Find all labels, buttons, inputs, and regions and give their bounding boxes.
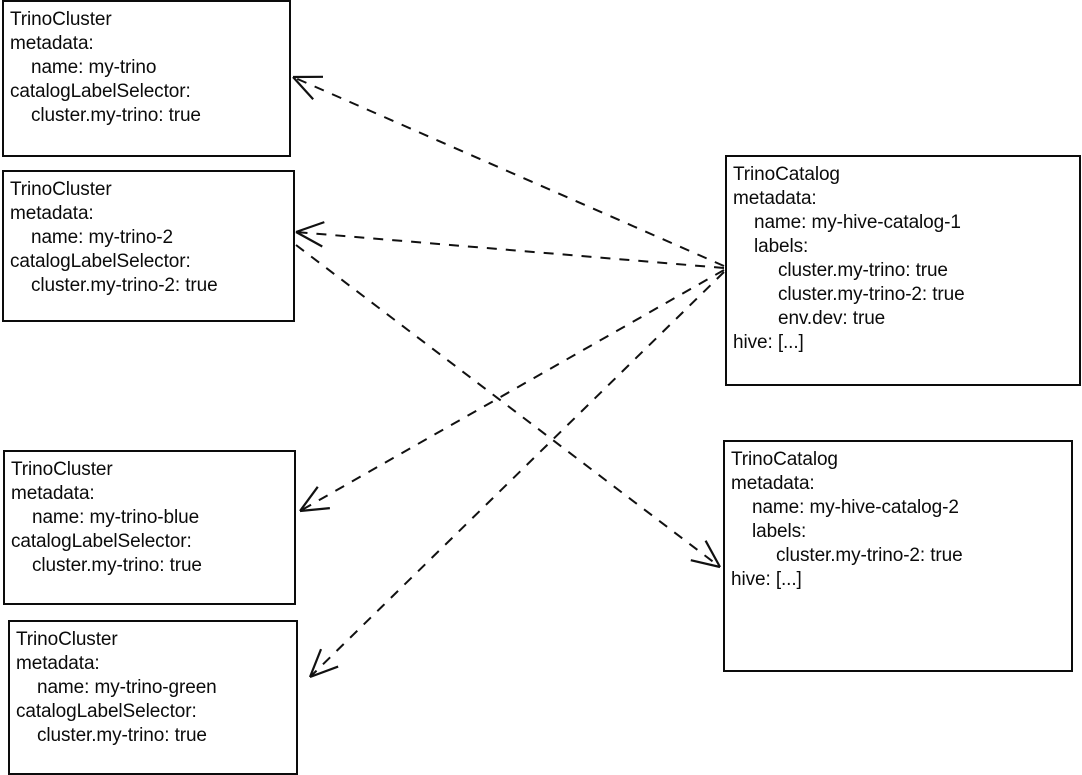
node-text-line: hive: [...] bbox=[731, 569, 802, 590]
arrow-head-stroke bbox=[308, 648, 323, 678]
node-kind-label: TrinoCluster bbox=[11, 459, 113, 480]
arrow-head-stroke bbox=[690, 559, 721, 569]
node-text-line: metadata: bbox=[731, 473, 815, 494]
node-kind-label: TrinoCluster bbox=[10, 9, 112, 30]
node-text-line: metadata: bbox=[10, 33, 94, 54]
node-text-line: name: my-trino-green bbox=[37, 677, 217, 698]
node-text-line: cluster.my-trino: true bbox=[778, 260, 948, 281]
node-text-line: cluster.my-trino-2: true bbox=[776, 545, 963, 566]
node-text-line: hive: [...] bbox=[733, 332, 804, 353]
arrow-head-stroke bbox=[295, 221, 325, 234]
edge-line bbox=[299, 269, 725, 512]
node-body: TrinoCluster metadata: name: my-trino catal… bbox=[4, 6, 289, 130]
node-catalog-my-hive-catalog-2[interactable]: TrinoCatalog metadata: name: my-hive-catal… bbox=[723, 440, 1073, 672]
edge-line bbox=[295, 231, 725, 269]
node-text-line: name: my-trino-2 bbox=[31, 227, 173, 248]
arrow-head-stroke bbox=[704, 540, 721, 568]
node-text-line: catalogLabelSelector: bbox=[10, 251, 191, 272]
node-kind-label: TrinoCluster bbox=[16, 629, 118, 650]
node-text-line: labels: bbox=[752, 521, 807, 542]
node-body: TrinoCatalog metadata: name: my-hive-catal… bbox=[727, 161, 1079, 357]
edge-edge-catalog1-to-cluster-my-trino bbox=[292, 75, 725, 267]
node-text-line: name: my-hive-catalog-2 bbox=[752, 497, 959, 518]
edge-line bbox=[309, 271, 725, 678]
node-text-line: name: my-trino bbox=[31, 57, 157, 78]
node-text-line: cluster.my-trino-2: true bbox=[778, 284, 965, 305]
node-cluster-my-trino-blue[interactable]: TrinoCluster metadata: name: my-trino-blue… bbox=[3, 450, 296, 605]
arrow-head-stroke bbox=[292, 76, 314, 100]
node-cluster-my-trino-green[interactable]: TrinoCluster metadata: name: my-trino-gree… bbox=[8, 620, 298, 775]
node-text-line: catalogLabelSelector: bbox=[16, 701, 197, 722]
node-text-line: metadata: bbox=[16, 653, 100, 674]
node-text-line: cluster.my-trino: true bbox=[32, 555, 202, 576]
node-catalog-my-hive-catalog-1[interactable]: TrinoCatalog metadata: name: my-hive-catal… bbox=[725, 155, 1081, 386]
node-cluster-my-trino-2[interactable]: TrinoCluster metadata: name: my-trino-2 cat… bbox=[2, 170, 295, 322]
arrow-head-stroke bbox=[299, 486, 319, 512]
edge-line bbox=[295, 244, 721, 568]
node-text-line: name: my-hive-catalog-1 bbox=[754, 212, 961, 233]
node-text-line: name: my-trino-blue bbox=[32, 507, 200, 528]
edge-edge-catalog1-to-cluster-my-trino-blue bbox=[299, 269, 725, 513]
node-text-line: metadata: bbox=[11, 483, 95, 504]
edge-edge-catalog1-to-cluster-my-trino-2 bbox=[295, 221, 725, 269]
node-text-line: metadata: bbox=[10, 203, 94, 224]
arrow-head-stroke bbox=[309, 665, 339, 679]
node-text-line: catalogLabelSelector: bbox=[10, 81, 191, 102]
node-text-line: cluster.my-trino: true bbox=[37, 725, 207, 746]
edge-edge-catalog1-to-cluster-my-trino-green bbox=[308, 271, 725, 679]
node-body: TrinoCluster metadata: name: my-trino-blue… bbox=[5, 456, 294, 580]
edge-edge-cluster-my-trino-2-to-catalog2 bbox=[295, 244, 721, 569]
edge-line bbox=[292, 76, 725, 267]
node-body: TrinoCatalog metadata: name: my-hive-catal… bbox=[725, 446, 1071, 594]
node-body: TrinoCluster metadata: name: my-trino-gree… bbox=[10, 626, 296, 750]
node-text-line: env.dev: true bbox=[778, 308, 886, 329]
node-kind-label: TrinoCatalog bbox=[731, 449, 838, 470]
node-text-line: cluster.my-trino-2: true bbox=[31, 275, 218, 296]
node-kind-label: TrinoCatalog bbox=[733, 164, 840, 185]
node-text-line: cluster.my-trino: true bbox=[31, 105, 201, 126]
node-text-line: catalogLabelSelector: bbox=[11, 531, 192, 552]
node-body: TrinoCluster metadata: name: my-trino-2 cat… bbox=[4, 176, 293, 300]
node-text-line: labels: bbox=[754, 236, 809, 257]
node-text-line: metadata: bbox=[733, 188, 817, 209]
node-cluster-my-trino[interactable]: TrinoCluster metadata: name: my-trino catal… bbox=[2, 0, 291, 157]
arrow-head-stroke bbox=[299, 507, 330, 513]
node-kind-label: TrinoCluster bbox=[10, 179, 112, 200]
arrow-head-stroke bbox=[295, 231, 323, 248]
